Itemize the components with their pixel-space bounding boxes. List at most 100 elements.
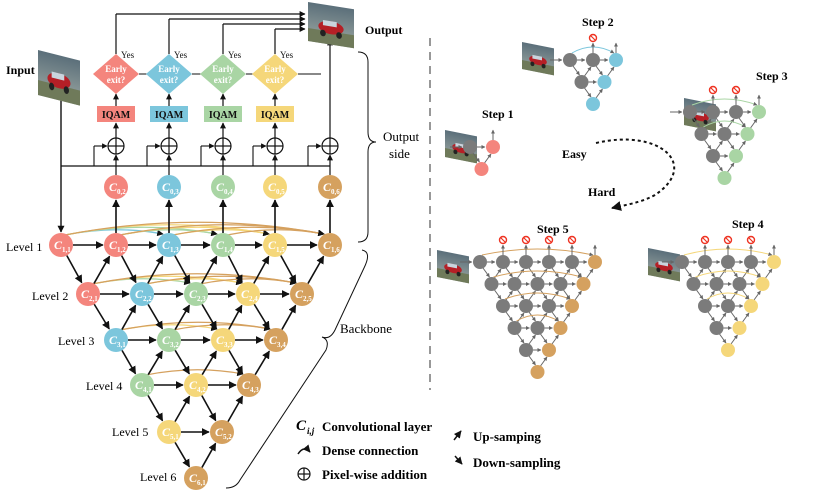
early-exit-label: Early	[264, 64, 286, 74]
step-input-image	[648, 248, 680, 282]
step-2: Step 2	[522, 15, 623, 111]
conv-node-sub: 1,6	[331, 246, 340, 254]
edge-3,3-4,3	[228, 349, 244, 375]
step-node	[486, 140, 500, 154]
iqam-box	[204, 106, 242, 122]
step-label: Step 4	[732, 217, 764, 231]
pixel-add-1	[93, 137, 125, 175]
edge-5,1-4,2	[174, 395, 191, 422]
legend-conv-text: Convolutional layer	[322, 419, 432, 434]
conv-node-label: C	[162, 425, 171, 439]
early-exit-diamond	[252, 54, 298, 94]
step-node	[507, 321, 522, 335]
conv-node-label: C	[109, 333, 118, 347]
edge-2,5-1,6	[307, 255, 325, 284]
step-node	[530, 321, 545, 335]
edge-1,5-2,5	[280, 255, 297, 284]
step-node	[542, 299, 556, 313]
level-label-4: Level 4	[86, 379, 122, 393]
conv-node-label: C	[241, 287, 250, 301]
pixel-add-4	[252, 137, 284, 175]
step-node	[588, 255, 602, 269]
conv-node-sub: 2,5	[303, 295, 312, 303]
step-node	[586, 53, 600, 67]
edge-5,1-6,1	[174, 441, 191, 468]
conv-node-sub: 0,3	[170, 188, 179, 196]
iqam-label: IQAM	[209, 110, 238, 121]
edge-3,4-2,5	[281, 304, 297, 330]
pixel-add-3	[200, 137, 232, 175]
conv-node-label: C	[109, 180, 118, 194]
step-node	[496, 299, 510, 313]
step-input-image	[522, 42, 554, 76]
conv-node-sub: 4,1	[143, 386, 152, 394]
conv-node-label: C	[162, 180, 171, 194]
edge-4,1-3,2	[147, 350, 163, 376]
step-3: Step 3	[670, 69, 788, 185]
step-node	[519, 299, 533, 313]
edge-1,2-2,2	[120, 255, 137, 284]
edge-1,1-2,1	[66, 255, 83, 284]
step-node	[530, 365, 545, 379]
step-node	[542, 255, 556, 269]
edge-1,4-2,4	[227, 255, 243, 284]
conv-node-label: C	[162, 238, 171, 252]
iqam-label: IQAM	[102, 110, 131, 121]
conv-node-label: C	[216, 180, 225, 194]
easy-label: Easy	[562, 147, 587, 161]
step-node	[474, 162, 489, 176]
input-image	[38, 50, 80, 106]
wiring	[57, 100, 330, 233]
step-label: Step 3	[756, 69, 788, 83]
edge-2,1-1,2	[93, 255, 111, 284]
edge-4,2-3,3	[201, 350, 217, 376]
backbone-brace	[225, 249, 368, 489]
step-node	[744, 299, 758, 313]
conv-node-label: C	[295, 287, 304, 301]
conv-node-sub: 1,2	[117, 246, 126, 254]
conv-node-label: C	[242, 378, 251, 392]
conv-node-label: C	[135, 287, 144, 301]
step-node	[698, 299, 712, 313]
conv-node-sub: 1,1	[62, 246, 71, 254]
early-exit-diamond	[146, 54, 192, 94]
conv-node-sub: 0,2	[117, 188, 126, 196]
early-exit-label: exit?	[107, 75, 126, 85]
level-label-1: Level 1	[6, 240, 42, 254]
step-node	[744, 255, 758, 269]
legend-up-text: Up-samping	[473, 429, 541, 444]
edge-4,2-5,2	[201, 395, 217, 422]
conv-node-sub: 3,1	[117, 341, 126, 349]
conv-node-label: C	[135, 378, 144, 392]
conv-node-sub: 0,4	[224, 188, 233, 196]
step-node	[721, 255, 735, 269]
conv-node-label: C	[81, 287, 90, 301]
conv-node-sub: 3,2	[170, 341, 179, 349]
conv-node-label: C	[216, 238, 225, 252]
conv-node-sub: 0,6	[331, 188, 340, 196]
conv-node-sub: 1,5	[276, 246, 285, 254]
step-node	[729, 149, 743, 163]
yes-label: Yes	[174, 50, 188, 60]
conv-node-label: C	[54, 238, 63, 252]
step-node	[752, 105, 766, 119]
legend-dense-icon	[297, 444, 311, 455]
conv-node-label: C	[189, 287, 198, 301]
step-node	[597, 75, 612, 89]
output-side-label-2: side	[389, 146, 410, 161]
legend-add-text: Pixel-wise addition	[322, 467, 428, 482]
iqam-box	[97, 106, 135, 122]
conv-node-sub: 2,2	[143, 295, 152, 303]
step-node	[563, 53, 577, 67]
legend-up-icon	[453, 430, 462, 441]
